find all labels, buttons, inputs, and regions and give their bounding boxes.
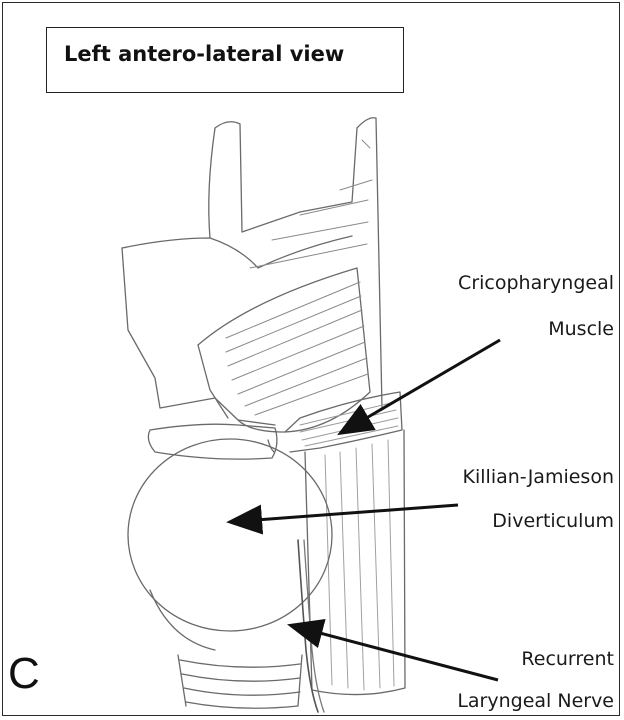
label-killian-line1: Killian-Jamieson bbox=[463, 466, 614, 488]
label-cricopharyngeal-line1: Cricopharyngeal bbox=[458, 272, 614, 294]
label-recurrent-line1: Recurrent bbox=[521, 648, 614, 670]
diverticulum-sac bbox=[128, 439, 332, 631]
arrow-killian bbox=[256, 505, 458, 520]
arrow-cricopharyngeal bbox=[363, 340, 500, 420]
label-cricopharyngeal-line2: Muscle bbox=[548, 318, 614, 340]
label-killian-line2: Diverticulum bbox=[492, 510, 614, 532]
thyroid-cartilage-outline bbox=[215, 118, 382, 408]
tracheal-ring-3 bbox=[184, 688, 300, 695]
tracheal-ring-2 bbox=[182, 674, 300, 681]
esophagus-tube bbox=[305, 430, 405, 695]
laryngeal-left-face bbox=[122, 236, 352, 268]
arrow-recurrent bbox=[316, 632, 498, 680]
label-recurrent-line2: Laryngeal Nerve bbox=[457, 690, 614, 712]
tracheal-ring-1 bbox=[180, 660, 300, 667]
tracheal-ring-4 bbox=[186, 702, 298, 708]
figure-title: Left antero-lateral view bbox=[64, 42, 344, 66]
panel-letter: C bbox=[8, 652, 40, 696]
